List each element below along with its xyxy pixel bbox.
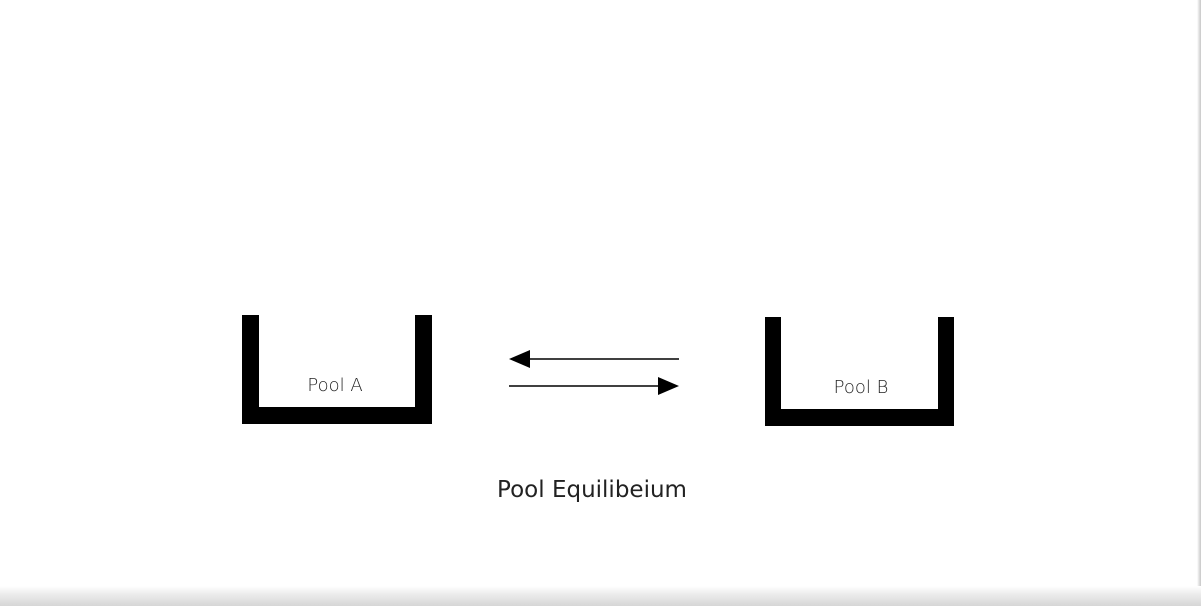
pool-b-right-wall [938, 317, 954, 426]
right-edge-shadow [1197, 0, 1201, 590]
pool-b-label: Pool B [834, 377, 889, 398]
pool-b-floor [765, 409, 954, 426]
pool-a-left-wall [242, 315, 259, 424]
arrow-left-icon [509, 350, 679, 368]
bottom-edge-shadow [0, 586, 1201, 606]
equilibrium-arrows [509, 350, 679, 395]
pool-b-left-wall [765, 317, 781, 426]
pool-a-label: Pool A [307, 375, 362, 396]
arrow-right-icon [509, 377, 679, 395]
pool-a-floor [242, 407, 432, 424]
pool-a-right-wall [415, 315, 432, 424]
pool-a: Pool A [242, 315, 432, 424]
diagram-caption: Pool Equilibeium [497, 477, 687, 503]
pool-b: Pool B [765, 317, 954, 426]
